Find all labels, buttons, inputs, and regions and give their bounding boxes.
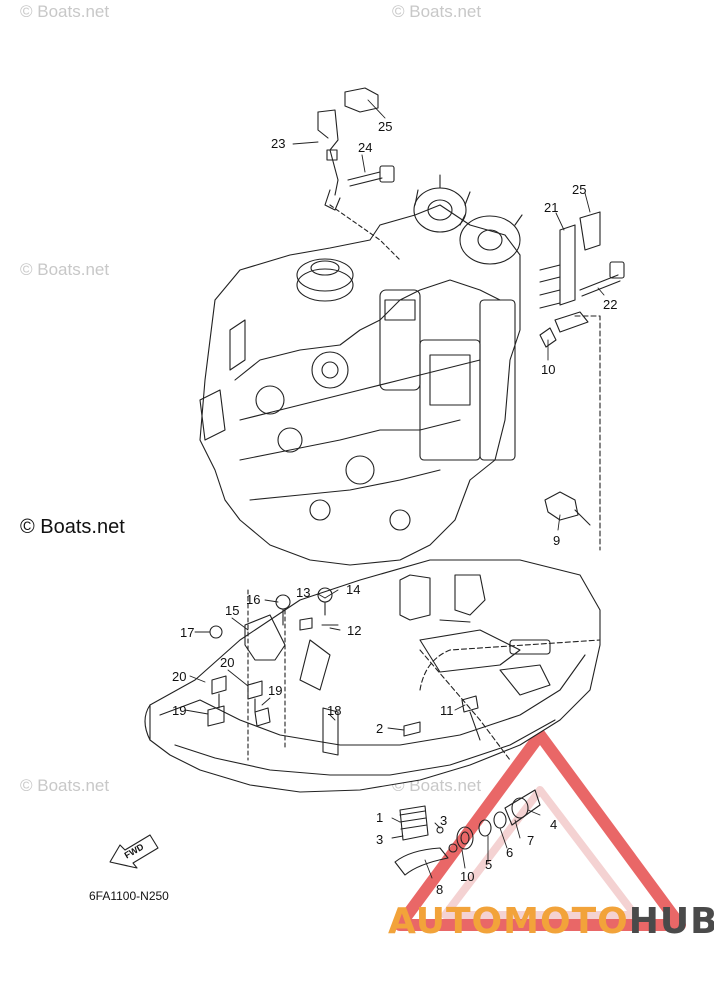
callout-17: 17 [180, 625, 195, 640]
callout-23: 23 [271, 136, 286, 151]
callout-19-left: 19 [172, 703, 187, 718]
callout-7: 7 [527, 833, 535, 848]
watermark-mid-left: © Boats.net [20, 260, 110, 279]
callout-13: 13 [296, 585, 311, 600]
fitting-11-2 [403, 695, 481, 741]
callout-4: 4 [550, 817, 558, 832]
bottom-cowling [144, 559, 601, 793]
right-bracket [539, 211, 625, 551]
diagram-code: 6FA1100-N250 [89, 889, 169, 903]
callout-6: 6 [506, 845, 514, 860]
callout-20-right: 20 [220, 655, 235, 670]
callout-19-right: 19 [268, 683, 283, 698]
fasteners-left [207, 587, 339, 761]
upper-left-bracket [317, 87, 401, 261]
callout-21: 21 [544, 200, 559, 215]
logo-text-automoto: AUTOMOTO [388, 901, 629, 942]
callout-5: 5 [485, 857, 493, 872]
callout-12: 12 [347, 623, 362, 638]
callout-10-lower: 10 [460, 869, 475, 884]
automotohub-logo: AUTOMOTOHUB [388, 904, 714, 940]
engine-block [199, 174, 523, 566]
callout-1: 1 [376, 810, 384, 825]
watermark-main: © Boats.net [20, 516, 125, 538]
logo-text-hub: HUB [628, 901, 714, 942]
fwd-arrow [109, 834, 159, 869]
callout-18: 18 [327, 703, 342, 718]
callout-20-left: 20 [172, 669, 187, 684]
callout-11: 11 [440, 703, 454, 718]
callout-3-upper: 3 [440, 813, 448, 828]
callout-2: 2 [376, 721, 384, 736]
callout-3-lower: 3 [376, 832, 384, 847]
callout-22: 22 [603, 297, 618, 312]
callout-16: 16 [246, 592, 261, 607]
callout-15: 15 [225, 603, 240, 618]
callout-24: 24 [358, 140, 373, 155]
callout-14: 14 [346, 582, 361, 597]
watermark-top-left: © Boats.net [20, 2, 110, 21]
callout-10-upper: 10 [541, 362, 556, 377]
watermark-top-right: © Boats.net [392, 2, 482, 21]
callout-8: 8 [436, 882, 444, 897]
callout-25-top: 25 [378, 119, 393, 134]
watermark-lower-left: © Boats.net [20, 776, 110, 795]
callout-25-right: 25 [572, 182, 587, 197]
leader-lines [184, 99, 605, 879]
clip-9 [544, 491, 591, 526]
callout-9: 9 [553, 533, 561, 548]
lower-hose-assembly [394, 789, 541, 876]
